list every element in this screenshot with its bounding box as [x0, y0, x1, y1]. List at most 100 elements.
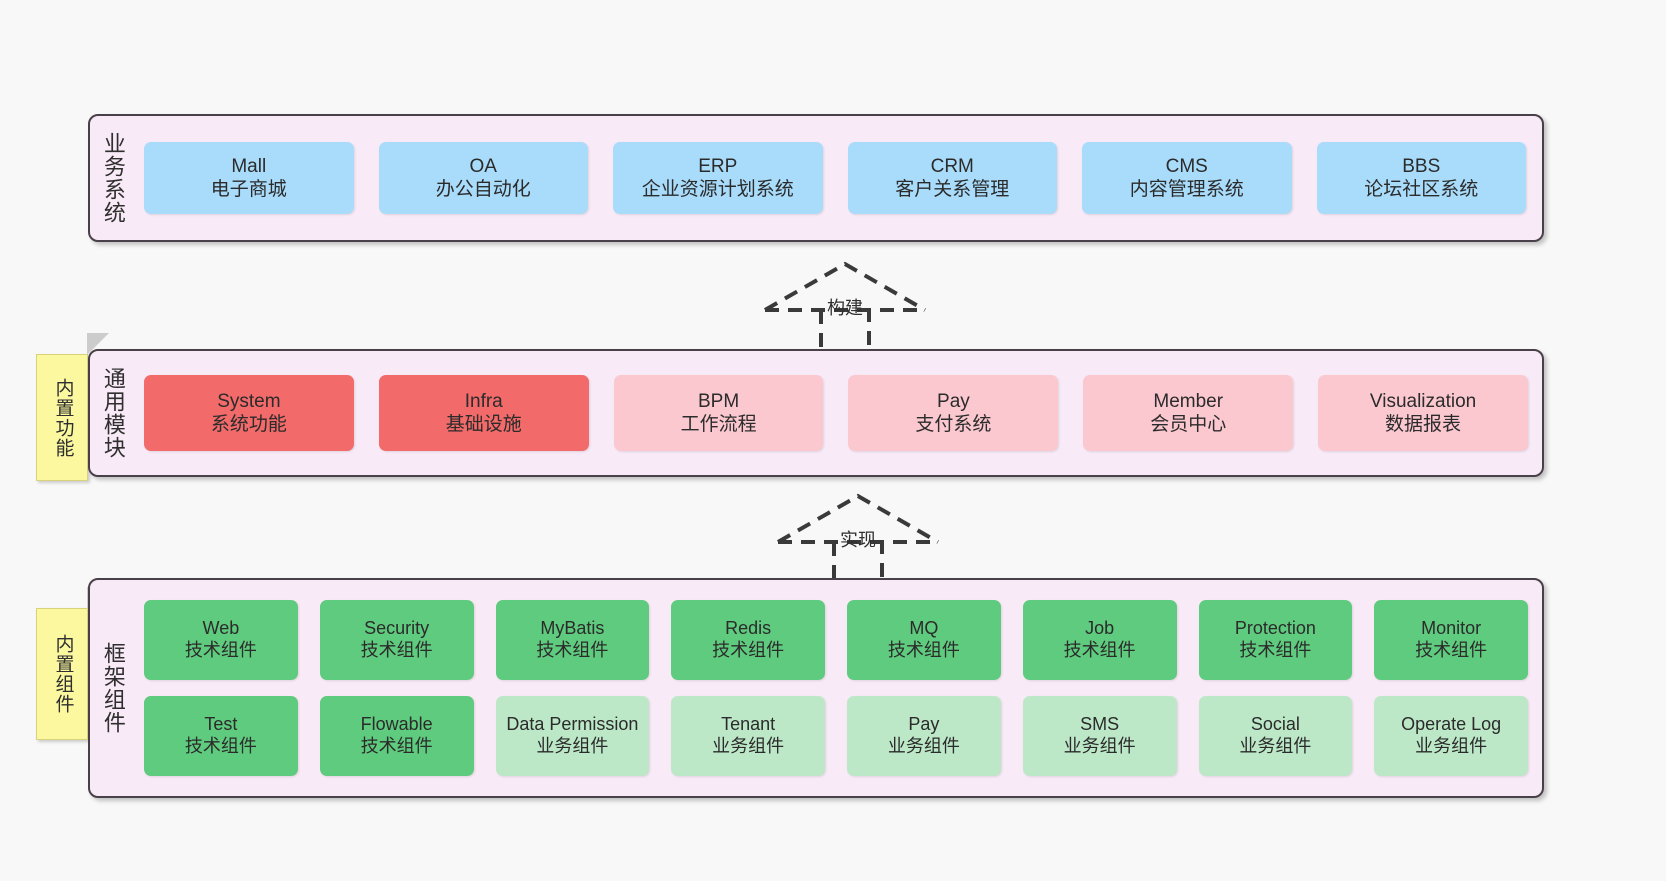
layer-title-framework: 框架组件 [100, 642, 126, 734]
module-subtitle: 业务组件 [712, 736, 785, 756]
module-box-social[interactable]: Social 业务组件 [1198, 696, 1353, 776]
module-subtitle: 数据报表 [1385, 414, 1462, 435]
module-subtitle: 客户关系管理 [895, 179, 1010, 200]
module-subtitle: 企业资源计划系统 [641, 179, 794, 200]
box-row: Mall 电子商城 OA 办公自动化 ERP 企业资源计划系统 CRM 客户关系… [144, 142, 1526, 214]
module-box-oa[interactable]: OA 办公自动化 [378, 142, 588, 214]
module-box-operate-log[interactable]: Operate Log 业务组件 [1374, 696, 1528, 776]
layer-body-common: System 系统功能 Infra 基础设施 BPM 工作流程 Pay 支付系统… [136, 351, 1542, 475]
module-subtitle: 论坛社区系统 [1364, 179, 1479, 200]
module-box-visualization[interactable]: Visualization 数据报表 [1318, 375, 1528, 451]
module-box-bpm[interactable]: BPM 工作流程 [613, 375, 824, 451]
module-subtitle: 支付系统 [915, 414, 992, 435]
module-name: Tenant [721, 714, 776, 735]
module-box-system[interactable]: System 系统功能 [144, 375, 354, 451]
module-subtitle: 基础设施 [445, 414, 522, 435]
layer-framework-components: 框架组件 Web 技术组件 Security 技术组件 MyBatis 技术组件… [88, 578, 1544, 798]
sticky-note-builtin-features: 内置功能 [36, 354, 88, 481]
module-subtitle: 会员中心 [1150, 414, 1227, 435]
module-box-test[interactable]: Test 技术组件 [144, 696, 298, 776]
module-subtitle: 业务组件 [887, 736, 960, 756]
module-box-tenant[interactable]: Tenant 业务组件 [671, 696, 825, 776]
module-name: Data Permission [506, 714, 639, 735]
module-name: BPM [697, 390, 740, 412]
module-box-mq[interactable]: MQ 技术组件 [847, 600, 1001, 680]
layer-business-systems: 业务系统 Mall 电子商城 OA 办公自动化 ERP 企业资源计划系统 CRM… [88, 114, 1544, 242]
module-subtitle: 电子商城 [210, 179, 287, 200]
module-subtitle: 技术组件 [360, 640, 433, 660]
module-name: MyBatis [540, 618, 605, 639]
module-subtitle: 业务组件 [536, 736, 609, 756]
module-subtitle: 业务组件 [1415, 736, 1488, 756]
module-box-bbs[interactable]: BBS 论坛社区系统 [1316, 142, 1526, 214]
module-box-web[interactable]: Web 技术组件 [144, 600, 298, 680]
module-box-job[interactable]: Job 技术组件 [1022, 600, 1177, 680]
module-subtitle: 技术组件 [360, 736, 433, 756]
generalization-arrow-build: 构建 [755, 258, 935, 363]
module-name: Member [1153, 390, 1224, 412]
module-box-redis[interactable]: Redis 技术组件 [671, 600, 825, 680]
module-subtitle: 技术组件 [184, 640, 257, 660]
module-name: Mall [231, 155, 267, 177]
module-subtitle: 系统功能 [210, 414, 287, 435]
module-name: OA [469, 155, 497, 177]
module-subtitle: 技术组件 [1063, 640, 1136, 660]
module-name: Visualization [1369, 390, 1477, 412]
module-name: Social [1250, 714, 1300, 735]
module-box-protection[interactable]: Protection 技术组件 [1198, 600, 1353, 680]
module-box-mybatis[interactable]: MyBatis 技术组件 [495, 600, 650, 680]
module-box-security[interactable]: Security 技术组件 [319, 600, 474, 680]
module-box-flowable[interactable]: Flowable 技术组件 [319, 696, 474, 776]
module-box-infra[interactable]: Infra 基础设施 [378, 375, 589, 451]
box-row: Web 技术组件 Security 技术组件 MyBatis 技术组件 Redi… [144, 600, 1528, 680]
module-name: Flowable [360, 714, 433, 735]
module-box-monitor[interactable]: Monitor 技术组件 [1374, 600, 1528, 680]
module-subtitle: 工作流程 [680, 414, 757, 435]
module-name: SMS [1080, 714, 1120, 735]
module-name: Test [204, 714, 238, 735]
module-subtitle: 办公自动化 [435, 179, 531, 200]
layer-body-framework: Web 技术组件 Security 技术组件 MyBatis 技术组件 Redi… [136, 580, 1542, 796]
module-name: Operate Log [1401, 714, 1502, 735]
module-name: Pay [937, 390, 970, 412]
module-box-sms[interactable]: SMS 业务组件 [1022, 696, 1177, 776]
module-subtitle: 技术组件 [1415, 640, 1488, 660]
module-name: Pay [908, 714, 940, 735]
layer-title-business: 业务系统 [100, 132, 126, 224]
module-name: Security [364, 618, 430, 639]
module-name: Protection [1234, 618, 1316, 639]
module-name: CMS [1165, 155, 1208, 177]
layer-body-business: Mall 电子商城 OA 办公自动化 ERP 企业资源计划系统 CRM 客户关系… [136, 116, 1542, 240]
module-name: MQ [909, 618, 939, 639]
module-box-pay-component[interactable]: Pay 业务组件 [847, 696, 1001, 776]
module-box-member[interactable]: Member 会员中心 [1083, 375, 1294, 451]
module-subtitle: 技术组件 [1239, 640, 1312, 660]
module-subtitle: 业务组件 [1239, 736, 1312, 756]
module-name: Infra [464, 390, 503, 412]
module-name: Monitor [1421, 618, 1482, 639]
module-subtitle: 技术组件 [536, 640, 609, 660]
module-name: System [217, 390, 281, 412]
module-box-erp[interactable]: ERP 企业资源计划系统 [613, 142, 823, 214]
module-subtitle: 技术组件 [184, 736, 257, 756]
module-box-cms[interactable]: CMS 内容管理系统 [1082, 142, 1292, 214]
module-box-pay[interactable]: Pay 支付系统 [848, 375, 1059, 451]
module-subtitle: 业务组件 [1063, 736, 1136, 756]
module-subtitle: 技术组件 [712, 640, 785, 660]
module-name: Redis [725, 618, 772, 639]
box-row: Test 技术组件 Flowable 技术组件 Data Permission … [144, 696, 1528, 776]
layer-title-common: 通用模块 [100, 367, 126, 459]
module-subtitle: 技术组件 [887, 640, 960, 660]
layer-common-modules: 通用模块 System 系统功能 Infra 基础设施 BPM 工作流程 Pay… [88, 349, 1544, 477]
module-subtitle: 内容管理系统 [1129, 179, 1244, 200]
module-name: CRM [930, 155, 974, 177]
module-box-crm[interactable]: CRM 客户关系管理 [847, 142, 1057, 214]
module-name: BBS [1402, 155, 1441, 177]
sticky-note-builtin-components: 内置组件 [36, 608, 88, 740]
module-box-mall[interactable]: Mall 电子商城 [144, 142, 354, 214]
module-name: Web [202, 618, 240, 639]
box-row: System 系统功能 Infra 基础设施 BPM 工作流程 Pay 支付系统… [144, 375, 1528, 451]
module-box-data-permission[interactable]: Data Permission 业务组件 [495, 696, 650, 776]
module-name: ERP [698, 155, 738, 177]
